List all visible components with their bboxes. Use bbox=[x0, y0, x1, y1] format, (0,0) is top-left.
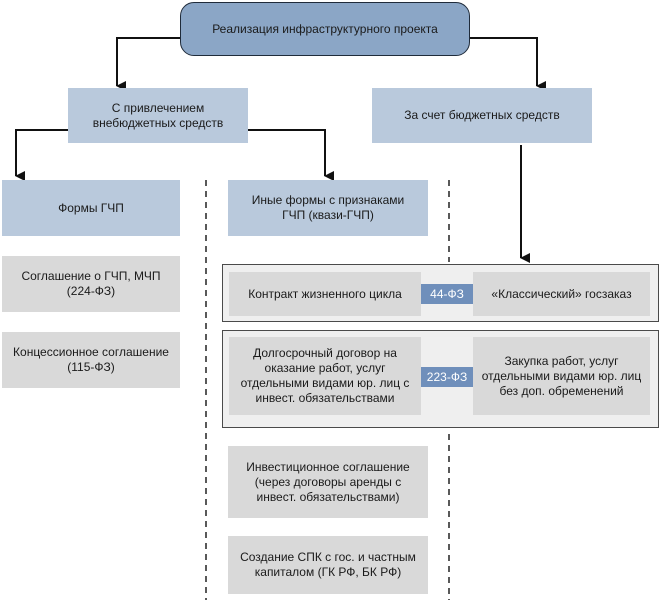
root-node: Реализация инфраструктурного проекта bbox=[180, 2, 470, 56]
arrow-to-ppp-forms bbox=[15, 129, 68, 181]
quasi-item-label: Инвестиционное соглашение (через договор… bbox=[246, 459, 410, 504]
law-badge-223: 223-ФЗ bbox=[421, 367, 473, 387]
row-223-left: Долгосрочный договор на оказание работ, … bbox=[229, 337, 421, 415]
ppp-item-label: Соглашение о ГЧП, МЧП (224-ФЗ) bbox=[21, 269, 161, 298]
column-ppp-forms-label: Формы ГЧП bbox=[58, 200, 124, 215]
arrow-root-to-budget bbox=[468, 37, 546, 91]
law-badge-44-label: 44-ФЗ bbox=[430, 286, 464, 301]
row-223-right: Закупка работ, услуг отдельными видами ю… bbox=[473, 337, 650, 415]
ppp-item: Концессионное соглашение (115-ФЗ) bbox=[2, 332, 180, 388]
row-44-left: Контракт жизненного цикла bbox=[229, 272, 421, 316]
row-223-left-label: Долгосрочный договор на оказание работ, … bbox=[240, 346, 410, 405]
law-badge-223-label: 223-ФЗ bbox=[426, 369, 468, 384]
branch-extra-budget-label: С привлечением внебюджетных средств bbox=[92, 100, 224, 130]
ppp-item: Соглашение о ГЧП, МЧП (224-ФЗ) bbox=[2, 256, 180, 312]
column-quasi-ppp: Иные формы с признаками ГЧП (квази-ГЧП) bbox=[228, 180, 428, 236]
row-44-left-label: Контракт жизненного цикла bbox=[248, 286, 402, 301]
column-ppp-forms: Формы ГЧП bbox=[2, 180, 180, 236]
branch-budget: За счет бюджетных средств bbox=[372, 88, 592, 143]
ppp-item-label: Концессионное соглашение (115-ФЗ) bbox=[13, 345, 169, 374]
row-223-right-label: Закупка работ, услуг отдельными видами ю… bbox=[481, 353, 642, 398]
quasi-item: Инвестиционное соглашение (через договор… bbox=[228, 446, 428, 518]
root-label: Реализация инфраструктурного проекта bbox=[212, 21, 438, 36]
law-badge-44: 44-ФЗ bbox=[421, 284, 473, 304]
quasi-item: Создание СПК с гос. и частным капиталом … bbox=[228, 536, 428, 594]
row-44-right-label: «Классический» госзаказ bbox=[491, 286, 632, 301]
quasi-item-label: Создание СПК с гос. и частным капиталом … bbox=[240, 550, 416, 579]
arrow-root-to-extra-budget bbox=[116, 37, 183, 91]
row-44-right: «Классический» госзаказ bbox=[473, 272, 650, 316]
branch-budget-label: За счет бюджетных средств bbox=[404, 108, 560, 122]
arrow-to-quasi-ppp bbox=[248, 129, 334, 181]
column-quasi-ppp-label: Иные формы с признаками ГЧП (квази-ГЧП) bbox=[251, 193, 405, 222]
branch-extra-budget: С привлечением внебюджетных средств bbox=[68, 88, 248, 143]
